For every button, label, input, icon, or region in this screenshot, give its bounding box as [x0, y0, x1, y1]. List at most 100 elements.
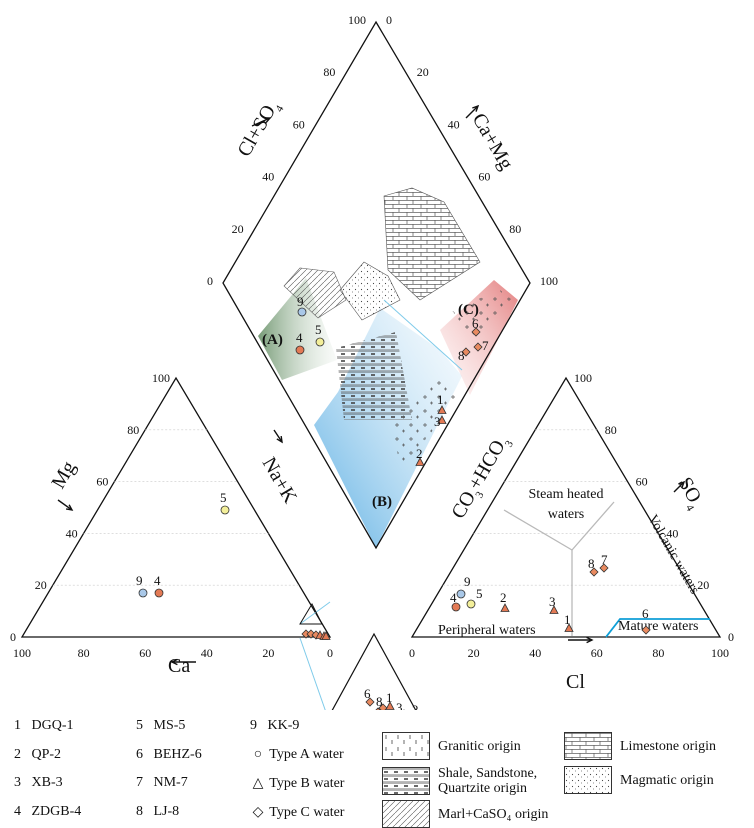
sample-9-diamond — [297, 307, 307, 317]
magmatic-pattern-swatch — [564, 766, 612, 794]
sample-1-inset — [385, 701, 395, 710]
zone-line — [503, 509, 573, 551]
clso4-arrow — [263, 117, 272, 124]
point-number: 2 — [500, 590, 507, 605]
point-number: 2 — [412, 702, 419, 710]
point-number: 5 — [220, 490, 227, 505]
so4-axis-label: SO4 — [670, 474, 708, 514]
sample-6-anion — [641, 625, 651, 635]
circle-icon: ○ — [253, 747, 263, 762]
nak-arrow — [273, 429, 283, 443]
clso4-arrow — [251, 117, 271, 127]
piper-diagram: 0000002020202020204040404040406060606060… — [10, 13, 734, 710]
point-number: 4 — [450, 590, 457, 605]
sample-6-diamond — [471, 327, 481, 337]
sample-6-inset — [365, 697, 375, 707]
sample-9-marker — [138, 588, 148, 598]
cation-bottom-tick: 0 — [327, 646, 333, 660]
point-number: 7 — [601, 552, 608, 567]
diamond-left-tick: 100 — [348, 13, 366, 27]
legend-sample-3: 3 XB-3 — [14, 775, 63, 790]
anion-bottom-tick: 100 — [711, 646, 729, 660]
point-number: 3 — [549, 594, 556, 609]
peripheral-label: Peripheral waters — [438, 623, 536, 638]
mg-axis-label: Mg — [47, 457, 80, 492]
camg-arrow — [465, 105, 479, 119]
sample-7-anion — [599, 563, 609, 573]
triangle-icon: △ — [252, 776, 264, 791]
cation-left-tick: 40 — [66, 526, 78, 540]
sample-5-marker — [220, 505, 230, 515]
legend-sample-8: 8 LJ-8 — [136, 804, 180, 819]
cl-axis-label: Cl — [566, 671, 585, 693]
anion-bottom-tick: 60 — [591, 646, 603, 660]
shale-pattern-swatch — [382, 767, 430, 795]
region-c-label: (C) — [458, 302, 479, 318]
camg-arrow — [472, 104, 480, 112]
cation-left-tick: 100 — [152, 371, 170, 385]
sample-8-anion — [589, 567, 599, 577]
diamond-left-tick: 0 — [207, 274, 213, 288]
plus-field — [392, 376, 458, 470]
anion-right-tick: 80 — [605, 423, 617, 437]
sample-3-diamond — [437, 415, 447, 424]
legend-granitic: Granitic origin — [382, 732, 521, 760]
anion-bottom-tick: 0 — [409, 646, 415, 660]
camg-axis-label: Ca+Mg — [468, 110, 518, 174]
point-number: 2 — [416, 446, 423, 461]
steam-heated-label: waters — [548, 507, 585, 522]
sample-8-inset — [378, 703, 388, 710]
zoom-line — [383, 299, 463, 371]
legend-sample-9: 9 KK-9 — [250, 718, 300, 733]
diamond-right-tick: 60 — [478, 170, 490, 184]
so4-arrow — [678, 480, 686, 488]
anion-right-tick: 40 — [666, 526, 678, 540]
granitic-pattern-swatch — [382, 732, 430, 760]
cation-left-tick: 80 — [127, 423, 139, 437]
legend-type-a: ○ Type A water — [250, 747, 344, 763]
anion-bottom-tick: 40 — [529, 646, 541, 660]
so4-arrow — [673, 481, 685, 493]
sample-2-diamond — [415, 457, 425, 466]
point-number: 3 — [434, 414, 441, 429]
zoom-inset-triangle — [331, 632, 417, 710]
point-number: 8 — [588, 556, 595, 571]
point-number: 6 — [472, 316, 479, 331]
sample-5-anion — [466, 599, 476, 609]
anion-right-tick: 60 — [636, 475, 648, 489]
legend: 1 DGQ-1 2 QP-2 3 XB-3 4 ZDGB-4 5 MS-5 6 … — [0, 712, 754, 828]
cation-left-tick: 60 — [96, 475, 108, 489]
cl-arrow — [586, 636, 594, 644]
diamond-left-tick: 80 — [323, 65, 335, 79]
cation-bottom-tick: 60 — [139, 646, 151, 660]
cation-left-tick: 20 — [35, 578, 47, 592]
shale-field — [336, 332, 412, 420]
diamond-left-tick: 40 — [262, 170, 274, 184]
legend-sample-6: 6 BEHZ-6 — [136, 747, 202, 762]
point-number: 4 — [154, 573, 161, 588]
point-number: 3 — [396, 700, 403, 710]
legend-shale: Shale, Sandstone, Quartzite origin — [382, 766, 537, 796]
legend-type-b: △ Type B water — [250, 775, 345, 792]
diamond-right-tick: 20 — [417, 65, 429, 79]
cation-bottom-tick: 80 — [78, 646, 90, 660]
cation-bottom-tick: 20 — [262, 646, 274, 660]
anion-right-tick: 20 — [697, 578, 709, 592]
volcanic-label: Volcanic waters — [645, 513, 702, 597]
legend-limestone: Limestone origin — [564, 732, 716, 760]
diamond-field — [222, 20, 531, 550]
steam-heated-label: Steam heated — [528, 487, 603, 502]
plus-field-c — [452, 290, 512, 340]
point-number: 9 — [464, 574, 471, 589]
mature-zone-line — [605, 618, 710, 638]
limestone-field — [383, 187, 481, 301]
sample-4-diamond — [295, 345, 305, 355]
ca-arrow — [170, 658, 178, 666]
marl-field — [283, 267, 347, 319]
point-number: 1 — [564, 612, 571, 627]
point-number: 4 — [296, 330, 303, 345]
magmatic-field — [339, 261, 401, 321]
ca-axis-label: Ca — [168, 655, 190, 677]
sample-7-diamond — [473, 342, 483, 352]
limestone-pattern-swatch — [564, 732, 612, 760]
